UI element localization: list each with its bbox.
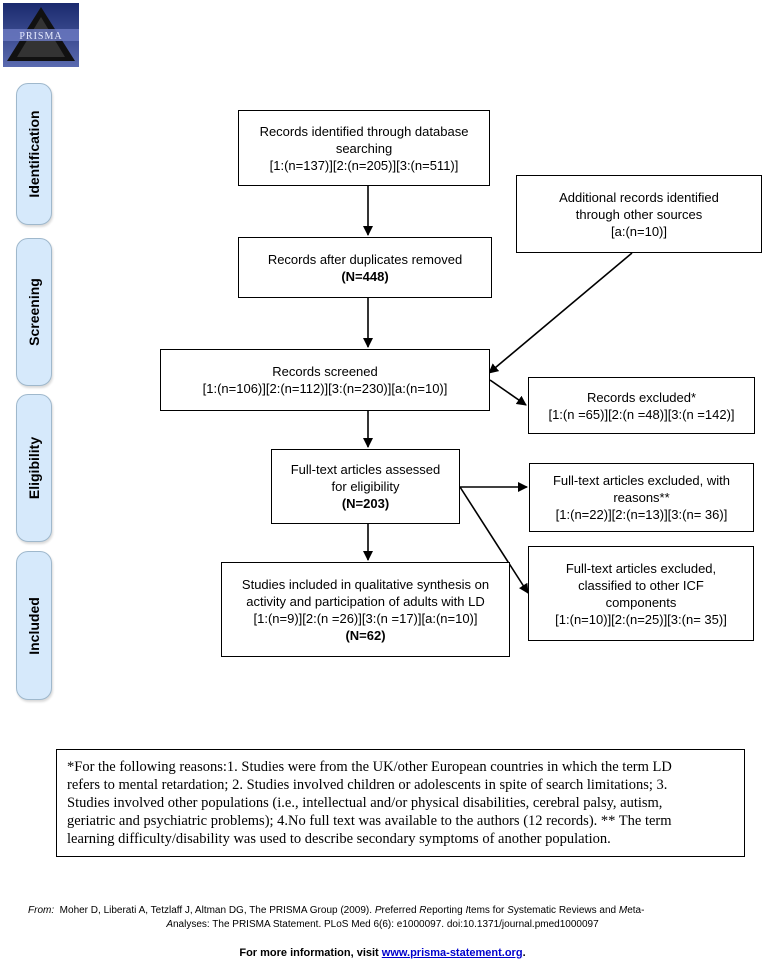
db-search-line1: Records identified through database xyxy=(259,123,469,139)
footnote-line1: *For the following reasons:1. Studies we… xyxy=(67,759,672,775)
citation-a: A xyxy=(166,919,173,930)
excluded-reasons-line2: reasons** xyxy=(613,490,670,505)
citation-i: I xyxy=(465,905,469,916)
citation-line1: From: Moher D, Liberati A, Tetzlaff J, A… xyxy=(0,904,765,918)
phase-screening: Screening xyxy=(16,238,52,386)
included-count: (N=62) xyxy=(345,627,386,643)
included-line1: Studies included in qualitative synthesi… xyxy=(241,576,490,592)
citation-rest: nalyses: The PRISMA Statement. PLoS Med … xyxy=(173,919,599,930)
box-records-screened: Records screened [1:(n=106)][2:(n=112)][… xyxy=(160,349,490,411)
excluded-reasons-line1: Full-text articles excluded, with xyxy=(552,473,730,488)
citation-line2: Analyses: The PRISMA Statement. PLoS Med… xyxy=(0,918,765,932)
db-search-line2: searching xyxy=(335,140,393,156)
box-records-excluded: Records excluded* [1:(n =65)][2:(n =48)]… xyxy=(528,377,755,434)
excluded-icf-line4: [1:(n=10)][2:(n=25)][3:(n= 35)] xyxy=(555,611,727,627)
footnote-line2: refers to mental retardation; 2. Studies… xyxy=(67,777,668,793)
citation-s: S xyxy=(507,905,514,916)
included-line3: [1:(n=9)][2:(n =26)][3:(n =17)][a:(n=10)… xyxy=(253,610,478,626)
arrow-screened-to-excluded xyxy=(489,379,527,406)
prisma-website-link[interactable]: www.prisma-statement.org xyxy=(381,947,523,959)
citation-r: R xyxy=(419,905,427,916)
duplicates-count: (N=448) xyxy=(341,268,389,284)
fulltext-line2: for eligibility xyxy=(331,479,400,494)
citation-authors: Moher D, Liberati A, Tetzlaff J, Altman … xyxy=(59,905,373,916)
box-studies-included: Studies included in qualitative synthesi… xyxy=(221,562,510,657)
prisma-logo: PRISMA xyxy=(3,3,79,67)
excluded-icf-line1: Full-text articles excluded, xyxy=(565,560,717,576)
duplicates-line1: Records after duplicates removed xyxy=(267,251,463,267)
citation-ystematic: ystematic Reviews and xyxy=(513,905,619,916)
excluded-line2: [1:(n =65)][2:(n =48)][3:(n =142)] xyxy=(548,406,735,422)
arrow-other-to-screened xyxy=(488,252,633,374)
box-fulltext-assessed: Full-text articles assessed for eligibil… xyxy=(271,449,460,524)
other-sources-line2: through other sources xyxy=(575,206,703,222)
citation-from: From: xyxy=(28,905,55,916)
footnote-line5: learning difficulty/disability was used … xyxy=(67,831,611,847)
phase-eligibility: Eligibility xyxy=(16,394,52,542)
citation-p: P xyxy=(374,905,382,916)
excluded-reasons-line3: [1:(n=22)][2:(n=13)][3:(n= 36)] xyxy=(555,507,728,522)
box-other-sources: Additional records identified through ot… xyxy=(516,175,762,253)
excluded-icf-line3: components xyxy=(605,594,677,610)
more-info-prefix: For more information, visit xyxy=(239,947,382,959)
footnote-box: *For the following reasons:1. Studies we… xyxy=(56,749,745,857)
box-database-search: Records identified through database sear… xyxy=(238,110,490,186)
excluded-icf-line2: classified to other ICF xyxy=(578,577,704,593)
fulltext-count: (N=203) xyxy=(341,496,390,511)
box-fulltext-excluded-reasons: Full-text articles excluded, with reason… xyxy=(529,463,754,532)
phase-identification: Identification xyxy=(16,83,52,225)
citation: From: Moher D, Liberati A, Tetzlaff J, A… xyxy=(0,904,765,932)
excluded-line1: Records excluded* xyxy=(586,389,697,405)
other-sources-line1: Additional records identified xyxy=(559,189,719,205)
screened-line2: [1:(n=106)][2:(n=112)][3:(n=230)][a:(n=1… xyxy=(202,381,448,396)
included-line2: activity and participation of adults wit… xyxy=(246,593,485,609)
citation-m: M xyxy=(618,905,628,916)
citation-tems-for: tems for xyxy=(468,905,508,916)
fulltext-line1: Full-text articles assessed xyxy=(290,462,441,477)
more-info: For more information, visit www.prisma-s… xyxy=(0,947,765,959)
phase-included: Included xyxy=(16,551,52,700)
footnote-line4: geriatric and psychiatric problems); 4.N… xyxy=(67,813,672,829)
other-sources-line3: [a:(n=10)] xyxy=(610,223,667,239)
citation-eta: eta- xyxy=(627,905,645,916)
arrow-fulltext-to-excluded-icf xyxy=(459,486,529,594)
db-search-line3: [1:(n=137)][2:(n=205)][3:(n=511)] xyxy=(269,157,459,173)
screened-line1: Records screened xyxy=(272,364,378,379)
citation-referred: referred xyxy=(381,905,420,916)
box-fulltext-excluded-icf: Full-text articles excluded, classified … xyxy=(528,546,754,641)
footnote-line3: Studies involved other populations (i.e.… xyxy=(67,795,663,811)
logo-text: PRISMA xyxy=(19,31,62,42)
flow-arrows xyxy=(363,186,633,594)
box-duplicates-removed: Records after duplicates removed (N=448) xyxy=(238,237,492,298)
citation-eporting: eporting xyxy=(426,905,466,916)
more-info-suffix: . xyxy=(522,947,526,959)
